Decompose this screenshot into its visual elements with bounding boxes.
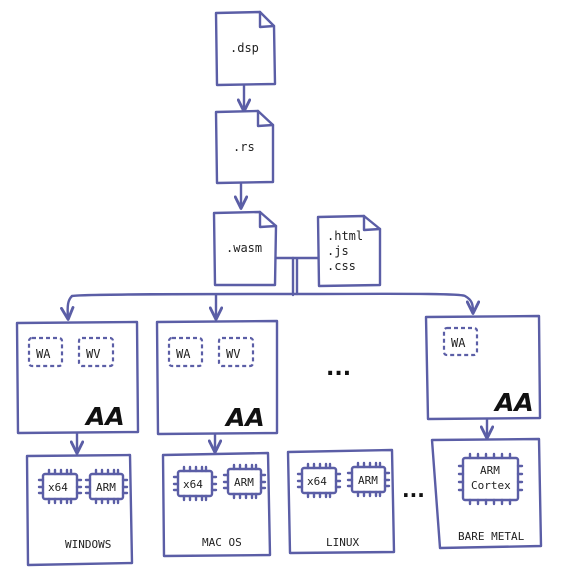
windows-arm-chip: ARM: [84, 468, 129, 505]
windows-x64-chip: x64: [37, 468, 83, 505]
rs-file-label: .rs: [233, 140, 255, 154]
bare-metal-aa-label: AA: [493, 388, 534, 417]
bare-metal-wa-box: [442, 326, 479, 357]
wasm-file-label: .wasm: [226, 241, 262, 255]
arm-cortex-label-line1: ARM: [480, 464, 500, 477]
js-file-label: .js: [327, 244, 349, 258]
distribution-bus: [70, 292, 481, 315]
windows-host-box: WA WV AA: [15, 320, 140, 435]
linux-x64-label: x64: [307, 475, 327, 488]
macos-wa-box: [167, 336, 204, 368]
macos-wv-box: [217, 336, 255, 368]
linux-platform-label: LINUX: [326, 536, 359, 549]
macos-host-box: WA WV AA: [155, 319, 279, 436]
dsp-file-label: .dsp: [230, 41, 259, 55]
macos-aa-label: AA: [224, 403, 265, 432]
arrow-bus-to-windows-host: [60, 294, 75, 321]
macos-arm-chip: ARM: [222, 463, 267, 500]
hosts-ellipsis: ...: [326, 356, 351, 381]
arm-cortex-label-line2: Cortex: [471, 479, 511, 492]
bare-metal-platform-box: ARM Cortex BARE METAL: [430, 437, 543, 550]
macos-wv-label: WV: [226, 347, 240, 361]
macos-wa-label: WA: [176, 347, 191, 361]
linux-platform-box: x64 ARM LINUX: [286, 448, 396, 555]
windows-x64-label: x64: [48, 481, 68, 494]
macos-x64-chip: x64: [172, 465, 218, 502]
rs-file-node: .rs: [214, 109, 275, 185]
windows-platform-label: WINDOWS: [65, 538, 111, 551]
dsp-file-node: .dsp: [214, 10, 277, 87]
css-file-label: .css: [327, 259, 356, 273]
macos-platform-box: x64 ARM MAC OS: [161, 451, 272, 558]
macos-arm-label: ARM: [234, 476, 254, 489]
linux-arm-label: ARM: [358, 474, 378, 487]
platforms-ellipsis: ...: [402, 478, 425, 502]
macos-platform-label: MAC OS: [202, 536, 242, 549]
wasm-file-node: .wasm: [212, 210, 278, 287]
bare-metal-wa-label: WA: [451, 336, 466, 350]
html-file-label: .html: [327, 229, 363, 243]
macos-x64-label: x64: [183, 478, 203, 491]
windows-aa-label: AA: [84, 402, 125, 431]
linux-arm-chip: ARM: [346, 461, 391, 498]
web-assets-file-node: .html .js .css: [316, 214, 382, 288]
bare-metal-platform-label: BARE METAL: [458, 530, 525, 543]
windows-wv-box: [77, 336, 115, 368]
windows-wa-box: [27, 336, 64, 368]
bare-metal-host-box: WA AA: [424, 314, 542, 421]
windows-platform-box: x64 ARM WINDOWS: [25, 453, 134, 567]
arm-cortex-chip: ARM Cortex: [457, 452, 524, 506]
windows-arm-label: ARM: [96, 481, 116, 494]
windows-wa-label: WA: [36, 347, 51, 361]
windows-wv-label: WV: [86, 347, 100, 361]
linux-x64-chip: x64: [296, 462, 342, 499]
